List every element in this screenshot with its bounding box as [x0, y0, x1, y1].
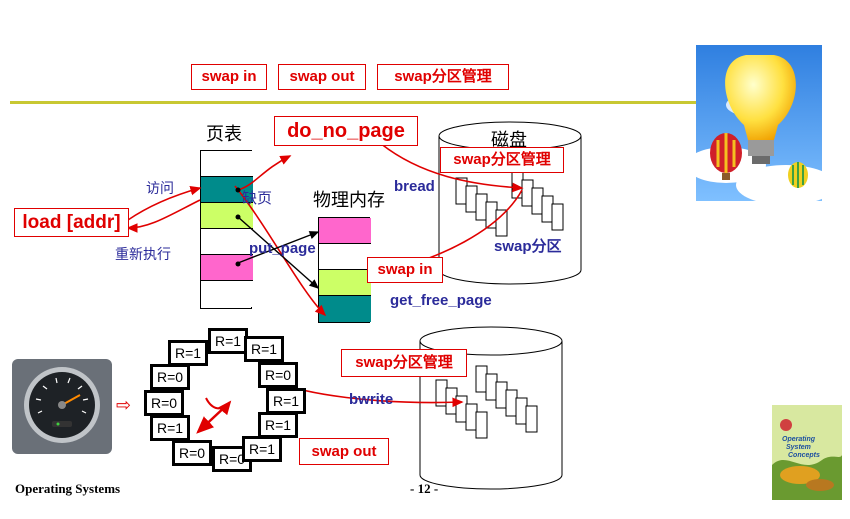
visit-label: 访问	[146, 181, 174, 197]
bwrite-label: bwrite	[349, 391, 394, 408]
book-title-line: Concepts	[788, 452, 820, 459]
header-rule	[10, 101, 700, 104]
memory-frame	[319, 244, 371, 270]
clock-entry: R=0	[144, 390, 184, 416]
page-number: - 12 -	[410, 481, 439, 496]
clock-hand-arrow	[196, 397, 232, 434]
book-title-line: System	[786, 444, 811, 451]
physical-memory	[318, 217, 371, 323]
page-fault-label: 缺页	[242, 189, 273, 207]
swap-area-label: swap分区	[494, 238, 562, 255]
memory-frame	[319, 218, 371, 244]
do-no-page-label: do_no_page	[274, 116, 418, 146]
clock-entry: R=0	[150, 364, 190, 390]
clock-entry: R=1	[244, 336, 284, 362]
put-page-label: put_page	[249, 240, 316, 257]
clock-ring: R=1 R=1 R=1 R=0 R=0 R=0 R=1 R=1 R=1 R=0 …	[140, 328, 310, 473]
page-table-row	[201, 229, 253, 255]
footer-course-name: Operating Systems	[15, 481, 121, 496]
physical-memory-title: 物理内存	[313, 190, 385, 211]
load-addr-label: load [addr]	[14, 208, 129, 237]
clock-entry: R=1	[242, 436, 282, 462]
lightbulb-logo	[696, 45, 822, 201]
speedometer-icon	[12, 359, 112, 454]
swap-management-bottom: swap分区管理	[341, 349, 467, 377]
clock-entry: R=0	[258, 362, 298, 388]
bread-label: bread	[394, 178, 435, 195]
swap-management-top: swap分区管理	[440, 147, 564, 173]
swap-out-label: swap out	[299, 438, 389, 465]
clock-entry: R=1	[168, 340, 208, 366]
page-table	[200, 150, 253, 309]
clock-entry: R=0	[172, 440, 212, 466]
memory-frame	[319, 296, 371, 322]
memory-frame	[319, 270, 371, 296]
page-table-row	[201, 151, 253, 177]
book-title-line: Operating	[782, 436, 816, 443]
clock-entry: R=1	[150, 415, 190, 441]
tab-swap-out[interactable]: swap out	[278, 64, 366, 90]
swap-in-label: swap in	[367, 257, 443, 283]
tab-swap-management[interactable]: swap分区管理	[377, 64, 509, 90]
arrow-right-icon: ⇨	[116, 395, 132, 416]
page-table-row	[201, 255, 253, 281]
get-free-page-label: get_free_page	[390, 292, 492, 309]
tab-swap-in[interactable]: swap in	[191, 64, 267, 90]
page-table-row	[201, 281, 253, 307]
book-cover-image: Operating System Concepts	[772, 405, 842, 500]
page-table-title: 页表	[206, 124, 242, 145]
rerun-label: 重新执行	[115, 247, 171, 263]
